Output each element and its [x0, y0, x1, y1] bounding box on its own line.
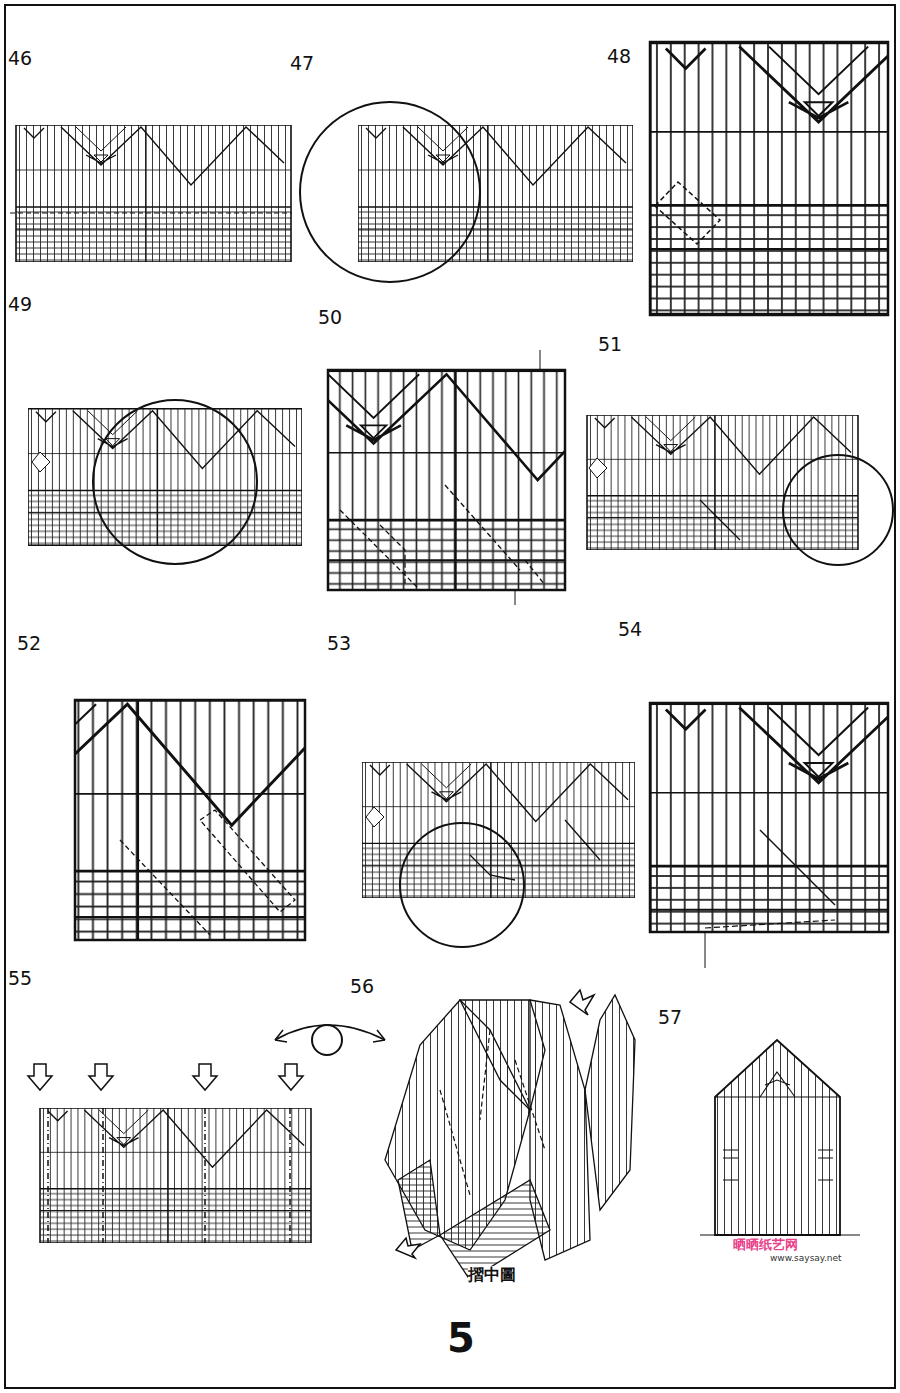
- step-number: 50: [318, 307, 342, 328]
- step-number: 54: [618, 619, 642, 640]
- step-number: 48: [607, 46, 631, 67]
- caption-text: 摺中圖: [468, 1266, 516, 1284]
- step-number: 57: [658, 1007, 682, 1028]
- page-number: 5: [447, 1316, 475, 1360]
- step-number: 46: [8, 48, 32, 69]
- watermark: 晒晒纸艺网: [733, 1238, 798, 1252]
- step-number: 55: [8, 968, 32, 989]
- step-number: 51: [598, 334, 622, 355]
- step-number: 56: [350, 976, 374, 997]
- step-number: 53: [327, 633, 351, 654]
- step-number: 47: [290, 53, 314, 74]
- watermark-url: www.saysay.net: [770, 1254, 842, 1264]
- step-number: 49: [8, 294, 32, 315]
- step-number: 52: [17, 633, 41, 654]
